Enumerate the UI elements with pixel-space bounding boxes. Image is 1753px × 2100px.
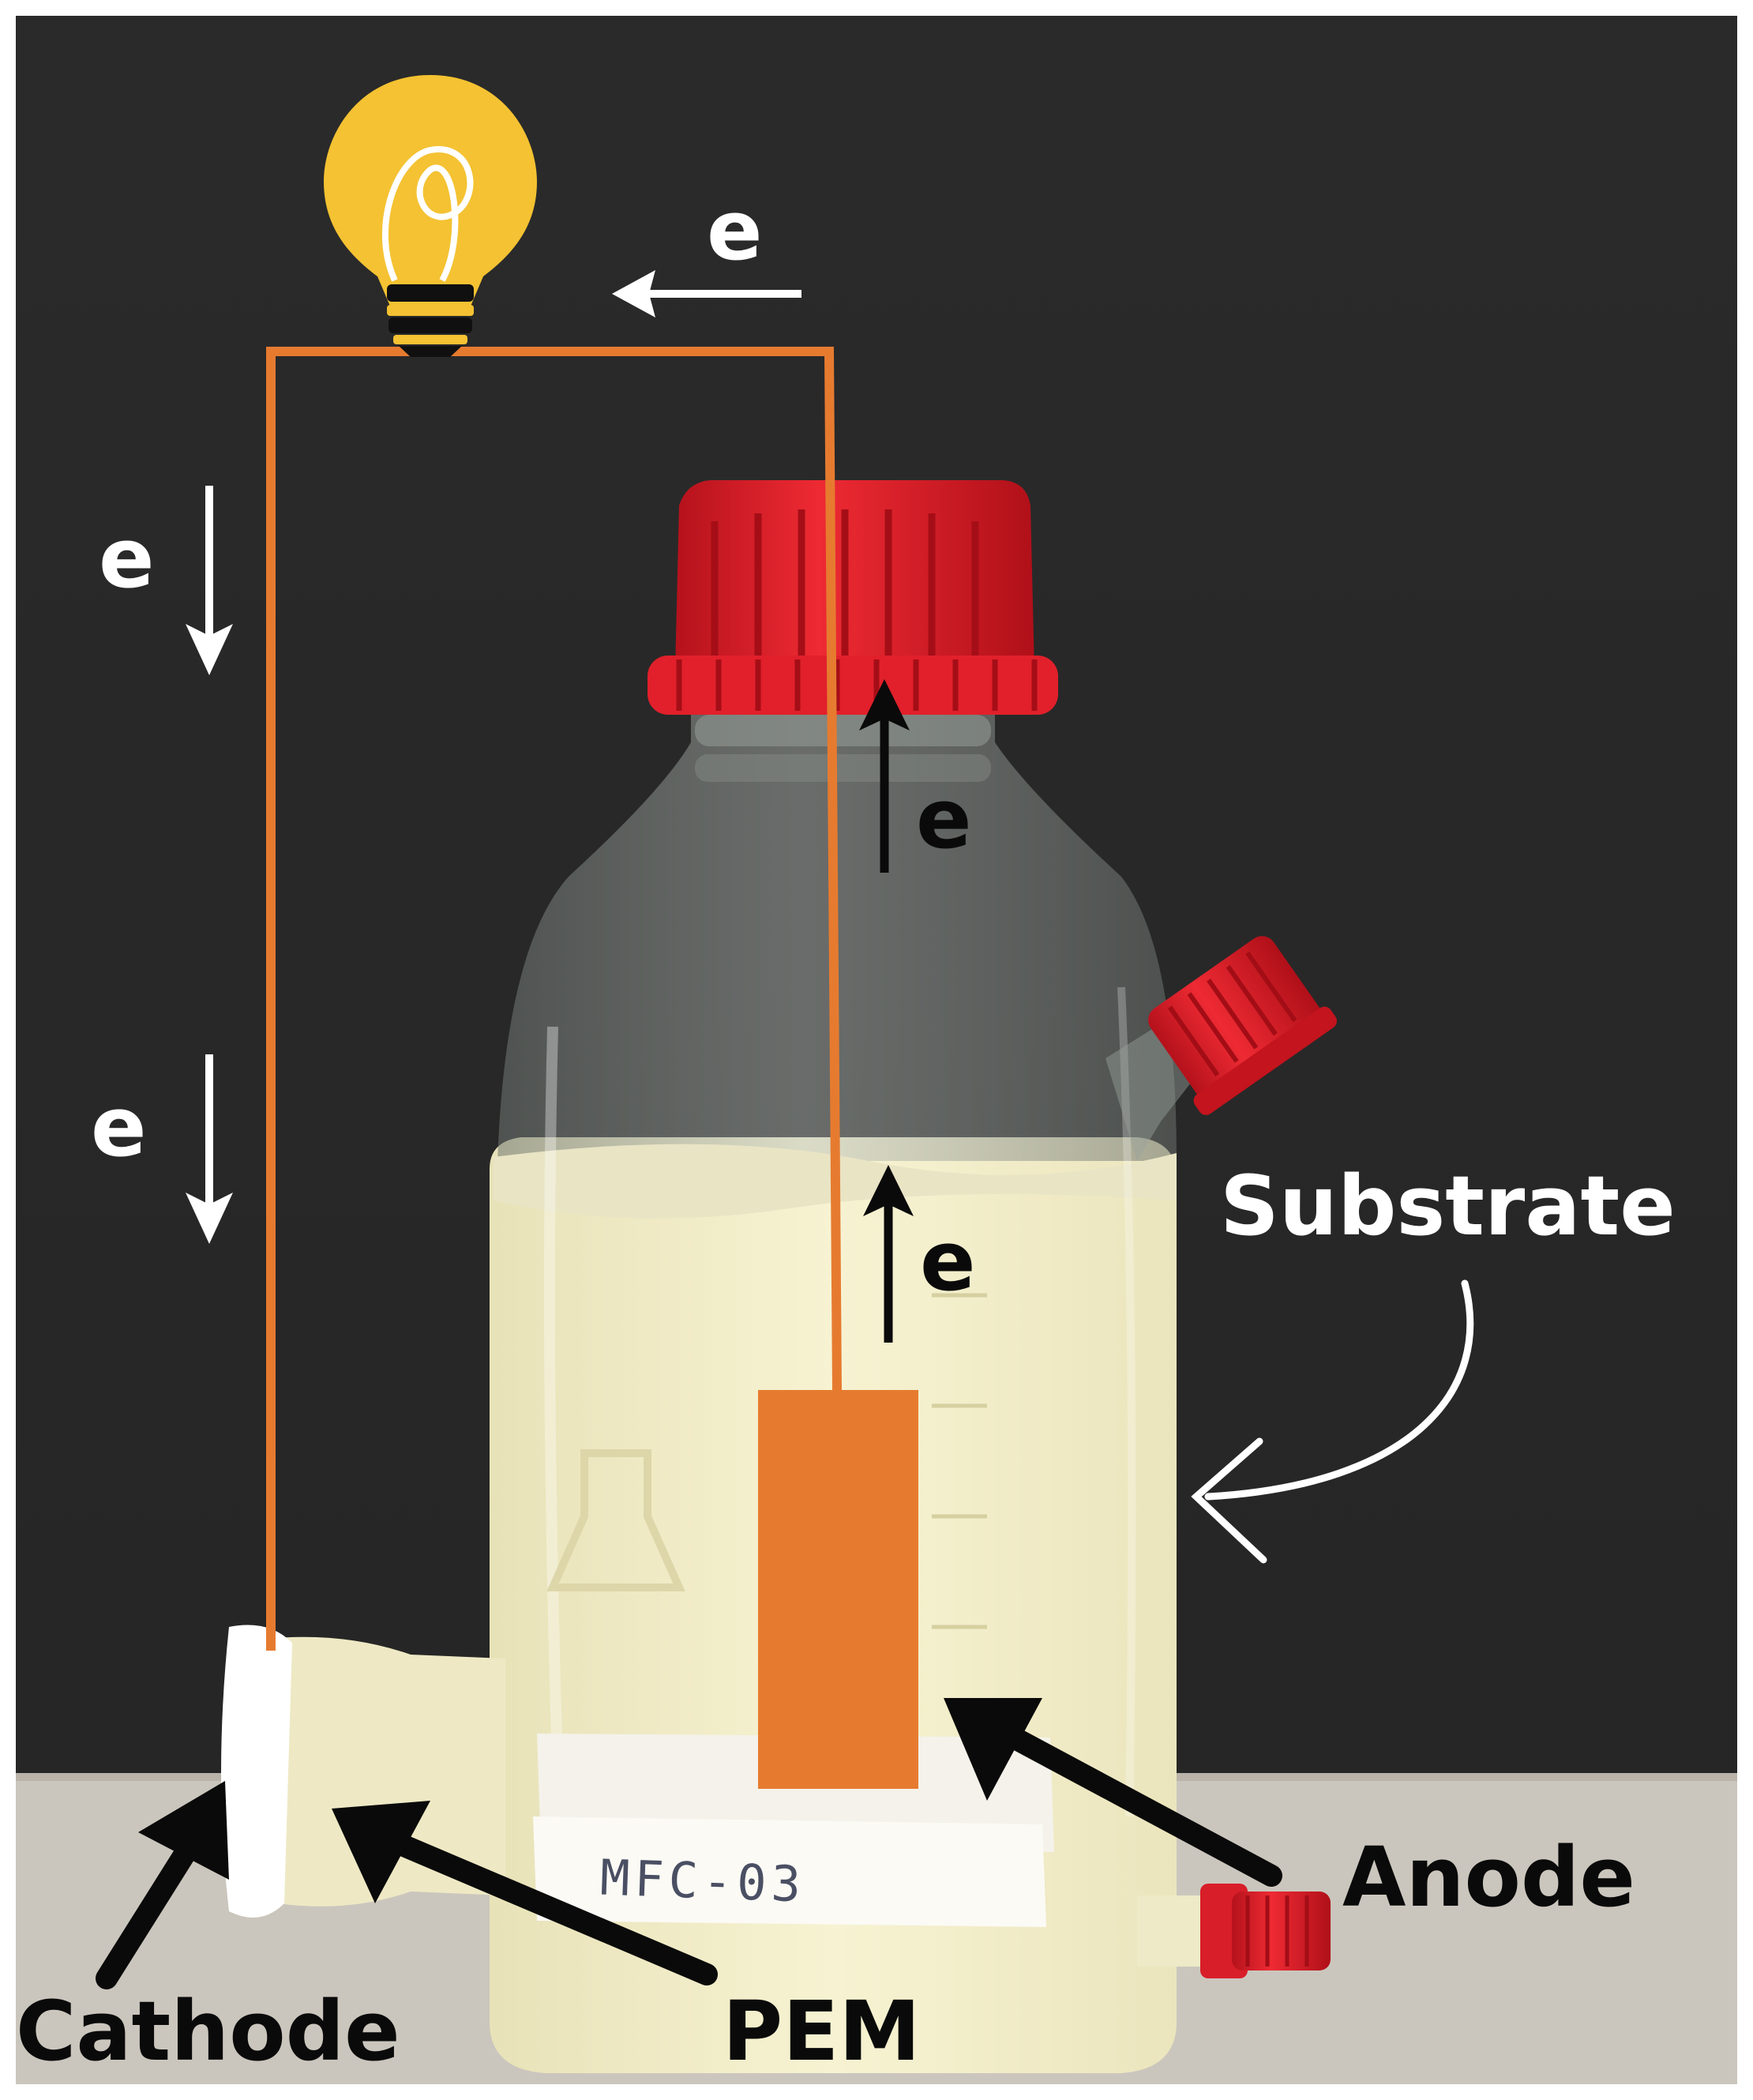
anode-electrode (758, 1390, 918, 1789)
electron-arrow-left-upper (186, 486, 233, 675)
pem-label: PEM (723, 1983, 921, 2079)
cathode-pointer-arrow (96, 1781, 229, 1989)
electron-arrow-liquid (863, 1165, 914, 1343)
glass-highlight-left (544, 1026, 562, 1738)
cathode-label: Cathode (16, 1983, 400, 2079)
circuit-wire (266, 347, 842, 1651)
substrate-label: Substrate (1220, 1158, 1676, 1254)
electron-label-left-upper: e (99, 510, 155, 607)
electron-arrow-top (612, 270, 801, 317)
bottom-side-port (1137, 1895, 1200, 1967)
electron-arrow-neck (859, 679, 910, 873)
glass-print-logo (546, 1449, 685, 1591)
substrate-arrow (1191, 1279, 1474, 1564)
electron-arrow-left-lower (186, 1054, 233, 1244)
glass-highlight-right (1117, 986, 1136, 1817)
anode-label: Anode (1342, 1829, 1635, 1925)
side-cap-lower (1200, 1884, 1331, 1978)
anode-pointer-arrow (944, 1698, 1282, 1887)
bottle-graduations (932, 1293, 987, 1629)
pem-pointer-arrow (332, 1801, 718, 1985)
main-bottle-cap (648, 480, 1058, 715)
bottle-label-sticker-lower (533, 1816, 1046, 1927)
electron-label-top: e (707, 182, 763, 279)
electron-label-neck: e (916, 771, 972, 867)
side-cap-upper (1148, 936, 1337, 1115)
cathode-side-tube (237, 1636, 505, 1907)
cathode-membrane (221, 1625, 292, 1918)
bottle-handwritten-label: MFC-03 (599, 1848, 807, 1914)
electron-label-left-lower: e (91, 1079, 147, 1175)
light-bulb-icon (324, 75, 537, 357)
bottle-neck-ring-lower (695, 754, 991, 782)
electron-label-liquid: e (920, 1213, 976, 1309)
bottle-neck-ring (695, 715, 991, 746)
